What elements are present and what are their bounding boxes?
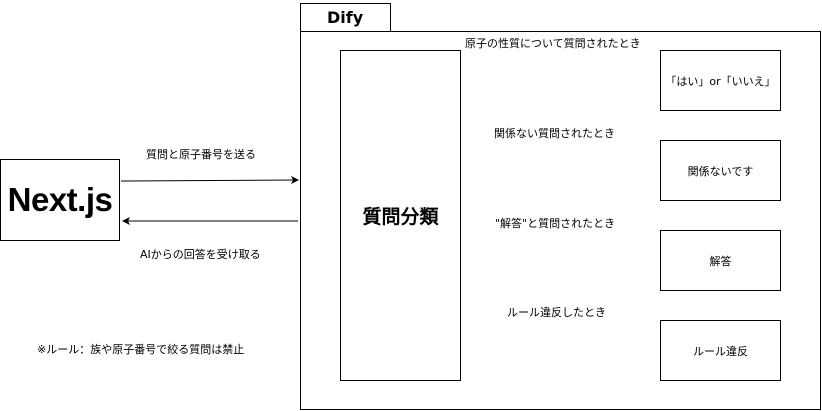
branch-condition-4: ルール違反したとき [507, 306, 606, 319]
output-label: 関係ないです [687, 164, 754, 178]
output-label: ルール違反 [693, 344, 748, 358]
output-node-rule-violation: ルール違反 [660, 320, 781, 381]
output-label: 「はい」or「いいえ」 [665, 74, 776, 88]
output-node-yes-no: 「はい」or「いいえ」 [660, 50, 781, 111]
output-node-answer: 解答 [660, 230, 781, 291]
send-arrow [120, 176, 299, 185]
nextjs-label: Next.js [7, 181, 113, 218]
dify-title-tab: Dify [300, 3, 391, 32]
output-node-unrelated: 関係ないです [660, 140, 781, 201]
nextjs-node: Next.js [0, 159, 120, 241]
question-classifier-node: 質問分類 [340, 50, 461, 381]
rule-note: ※ルール：族や原子番号で絞る質問は禁止 [37, 343, 245, 356]
classifier-label: 質問分類 [362, 206, 439, 228]
receive-arrow-label: AIからの回答を受け取る [140, 248, 261, 261]
branch-condition-3: "解答"と質問されたとき [495, 217, 616, 230]
branch-condition-2: 関係ない質問されたとき [494, 127, 615, 140]
branch-condition-1: 原子の性質について質問されたとき [465, 37, 641, 50]
send-arrow-label: 質問と原子番号を送る [146, 148, 256, 161]
dify-title: Dify [327, 8, 364, 27]
output-label: 解答 [709, 254, 732, 268]
